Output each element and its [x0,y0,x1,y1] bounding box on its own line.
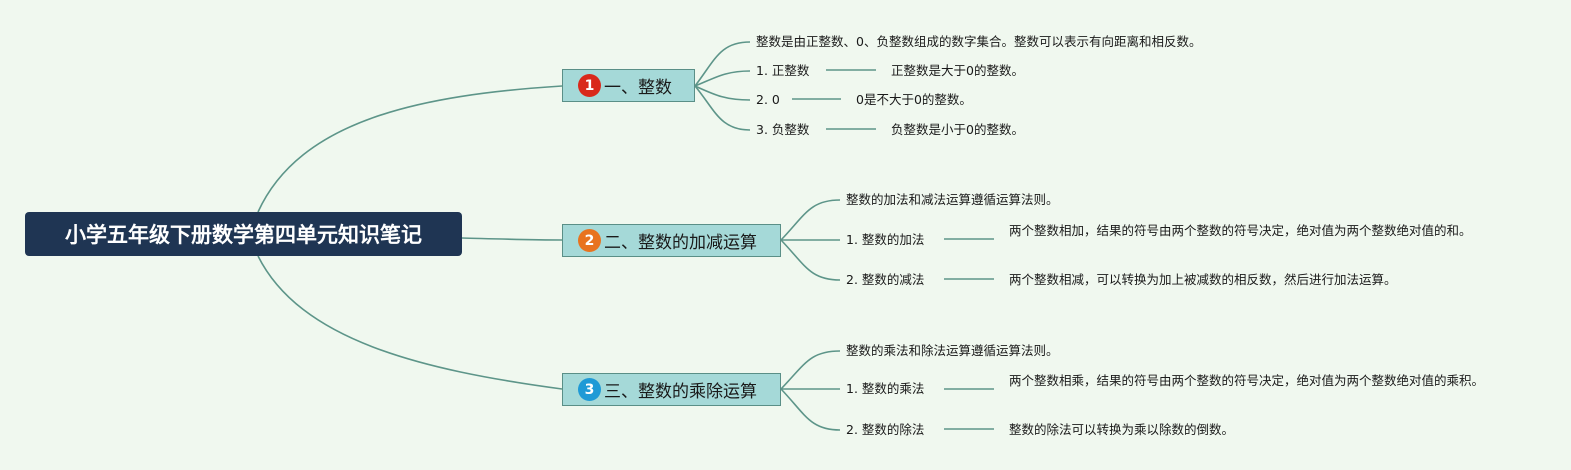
root-title: 小学五年级下册数学第四单元知识笔记 [65,223,422,247]
subtopic-integer-subtraction[interactable]: 2. 整数的减法 [846,272,925,287]
connector-b3-c1 [780,350,841,390]
branch-topic-addition-subtraction[interactable]: 2 二、整数的加减运算 [562,224,781,257]
connector-root-branch-3 [257,255,563,390]
branch-label: 二、整数的加减运算 [604,233,757,253]
detail-integer-division[interactable]: 整数的除法可以转换为乘以除数的倒数。 [1009,422,1235,437]
connector-b3-c3 [780,388,841,431]
priority-2-icon: 2 [578,229,601,252]
priority-3-icon: 3 [578,378,601,401]
connector-b1-c3 [694,85,751,101]
connector-root-branch-1 [257,85,563,213]
detail-positive-integer[interactable]: 正整数是大于0的整数。 [891,63,1024,78]
branch-label: 三、整数的乘除运算 [604,382,757,402]
subtopic-integer-addition[interactable]: 1. 整数的加法 [846,232,925,247]
detail-integer-addition[interactable]: 两个整数相加，结果的符号由两个整数的符号决定，绝对值为两个整数绝对值的和。 [1009,223,1472,238]
connector-b1-c4 [694,85,751,131]
detail-integer-subtraction[interactable]: 两个整数相减，可以转换为加上被减数的相反数，然后进行加法运算。 [1009,272,1397,287]
subtopic-zero[interactable]: 2. 0 [756,92,780,107]
detail-zero[interactable]: 0是不大于0的整数。 [856,92,972,107]
detail-integer-multiplication[interactable]: 两个整数相乘，结果的符号由两个整数的符号决定，绝对值为两个整数绝对值的乘积。 [1009,373,1485,388]
subtopic-mul-div-rule[interactable]: 整数的乘法和除法运算遵循运算法则。 [846,343,1059,358]
subtopic-negative-integer[interactable]: 3. 负整数 [756,122,810,137]
branch-topic-multiplication-division[interactable]: 3 三、整数的乘除运算 [562,373,781,406]
subtopic-positive-integer[interactable]: 1. 正整数 [756,63,810,78]
connector-b2-c1 [780,199,841,241]
root-topic[interactable]: 小学五年级下册数学第四单元知识笔记 [25,212,462,256]
subtopic-integer-definition[interactable]: 整数是由正整数、0、负整数组成的数字集合。整数可以表示有向距离和相反数。 [756,34,1202,49]
subtopic-add-sub-rule[interactable]: 整数的加法和减法运算遵循运算法则。 [846,192,1059,207]
connector-b1-c1 [694,41,751,87]
connector-b1-c2 [694,70,751,87]
branch-label: 一、整数 [604,78,672,98]
subtopic-integer-multiplication[interactable]: 1. 整数的乘法 [846,381,925,396]
connector-root-branch-2 [461,237,563,241]
detail-negative-integer[interactable]: 负整数是小于0的整数。 [891,122,1024,137]
subtopic-integer-division[interactable]: 2. 整数的除法 [846,422,925,437]
branch-topic-integers[interactable]: 1 一、整数 [562,69,695,102]
priority-1-icon: 1 [578,74,601,97]
connector-b2-c3 [780,239,841,281]
